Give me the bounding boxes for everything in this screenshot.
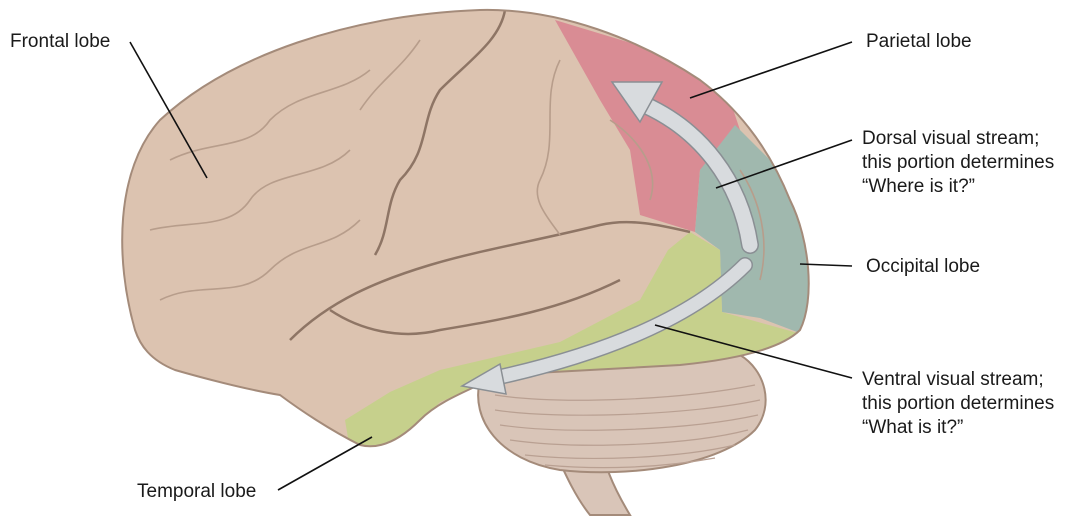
dorsal-line-3: “Where is it?”	[862, 176, 975, 197]
temporal-lobe-label: Temporal lobe	[137, 481, 257, 502]
occipital-lobe-label: Occipital lobe	[866, 256, 981, 277]
sulci	[289, 9, 691, 341]
cerebrum-outline	[121, 8, 810, 448]
dorsal-line-1: Dorsal visual stream;	[862, 128, 1040, 149]
gyri	[149, 39, 765, 301]
ventral-line-3: “What is it?”	[862, 417, 964, 438]
leader-lines	[129, 41, 853, 491]
frontal-lobe-label: Frontal lobe	[10, 31, 111, 52]
cerebellum	[477, 353, 767, 474]
ventral-stream-label: Ventral visual stream; this portion dete…	[862, 368, 1054, 440]
cerebellum-folia	[494, 384, 761, 469]
ventral-stream-arrow	[459, 257, 753, 395]
temporal-lobe-green-region	[345, 232, 805, 447]
ventral-line-1: Ventral visual stream;	[862, 369, 1044, 390]
dorsal-stream-arrow	[610, 81, 759, 254]
dorsal-line-2: this portion determines	[862, 152, 1055, 173]
dorsal-stream-label: Dorsal visual stream; this portion deter…	[862, 127, 1054, 199]
parietal-lobe-label: Parietal lobe	[866, 31, 972, 52]
ventral-line-2: this portion determines	[862, 393, 1055, 414]
